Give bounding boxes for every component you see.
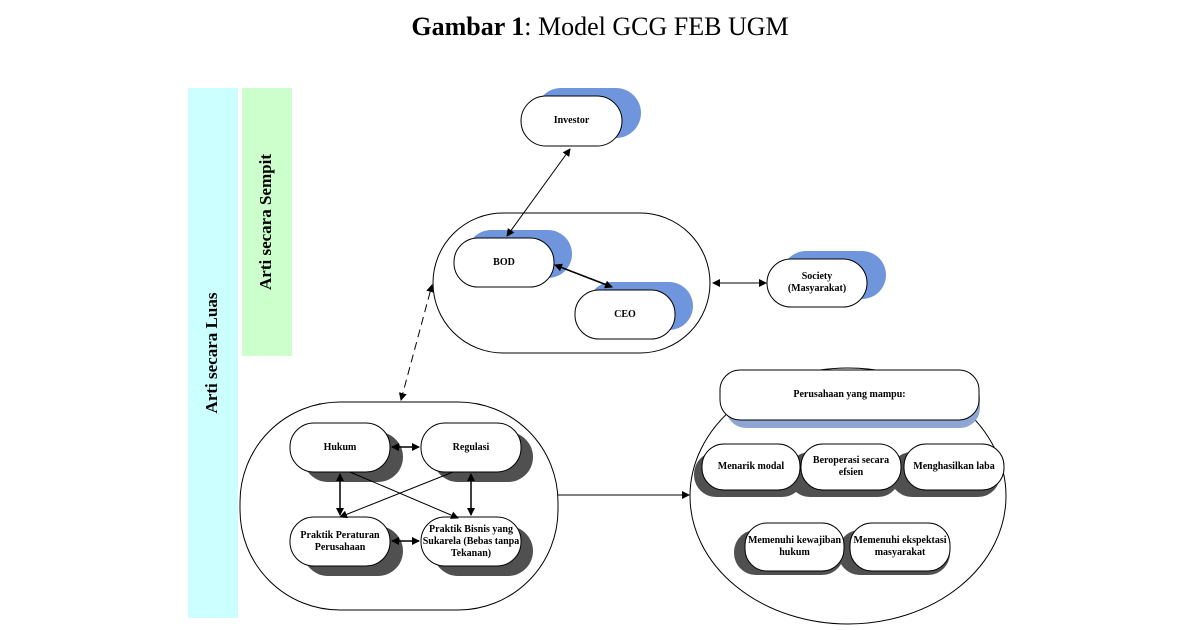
regulasi-box xyxy=(420,422,522,473)
band-sempit xyxy=(242,88,292,356)
praktik-peraturan-label: Praktik Peraturan Perusahaan xyxy=(300,529,380,553)
ceo-label: CEO xyxy=(614,308,636,320)
menghasilkan-box xyxy=(903,443,1005,491)
investor-box xyxy=(520,95,623,147)
ekspektasi-box xyxy=(849,522,951,572)
arrow-hukum-bisnis xyxy=(349,471,459,519)
perusahaan-label: Perusahaan yang mampu: xyxy=(793,389,906,400)
ekspektasi-label: Memenuhi ekspektasi masyarakat xyxy=(853,535,947,558)
band-luas-label: Arti secara Luas xyxy=(202,292,221,414)
band-luas xyxy=(188,88,238,618)
figure-title: Gambar 1: Model GCG FEB UGM xyxy=(411,12,789,41)
kewajiban-hukum-label: Memenuhi kewajiban hukum xyxy=(747,535,842,558)
praktik-bisnis-label: Praktik Bisnis yang Sukarela (Bebas tanp… xyxy=(422,523,520,559)
menghasilkan-laba-label: Menghasilkan laba xyxy=(913,461,995,472)
arrow-bod-ceo xyxy=(554,263,613,289)
regulasi-label: Regulasi xyxy=(452,441,490,453)
society-label: Society (Masyarakat) xyxy=(787,271,847,294)
kewajiban-box xyxy=(744,522,845,572)
arrow-regulasi-peraturan xyxy=(339,471,454,519)
beroperasi-label: Beroperasi secara efsien xyxy=(812,455,890,478)
arrow-principles-governance xyxy=(398,284,435,401)
investor-label: Investor xyxy=(553,115,590,126)
beroperasi-box xyxy=(800,443,902,491)
bod-label: BOD xyxy=(493,256,515,268)
hukum-box xyxy=(289,422,391,473)
ceo-box xyxy=(574,289,676,340)
arrow-investor-bod xyxy=(506,148,571,237)
bod-box xyxy=(453,237,555,288)
hukum-label: Hukum xyxy=(323,441,357,453)
perusahaan-box xyxy=(719,369,980,421)
menarik-box xyxy=(701,443,801,491)
band-sempit-label: Arti secara Sempit xyxy=(256,154,275,290)
menarik-modal-label: Menarik modal xyxy=(717,461,785,472)
society-box xyxy=(766,258,868,308)
praktik-bisnis-box xyxy=(420,516,522,567)
